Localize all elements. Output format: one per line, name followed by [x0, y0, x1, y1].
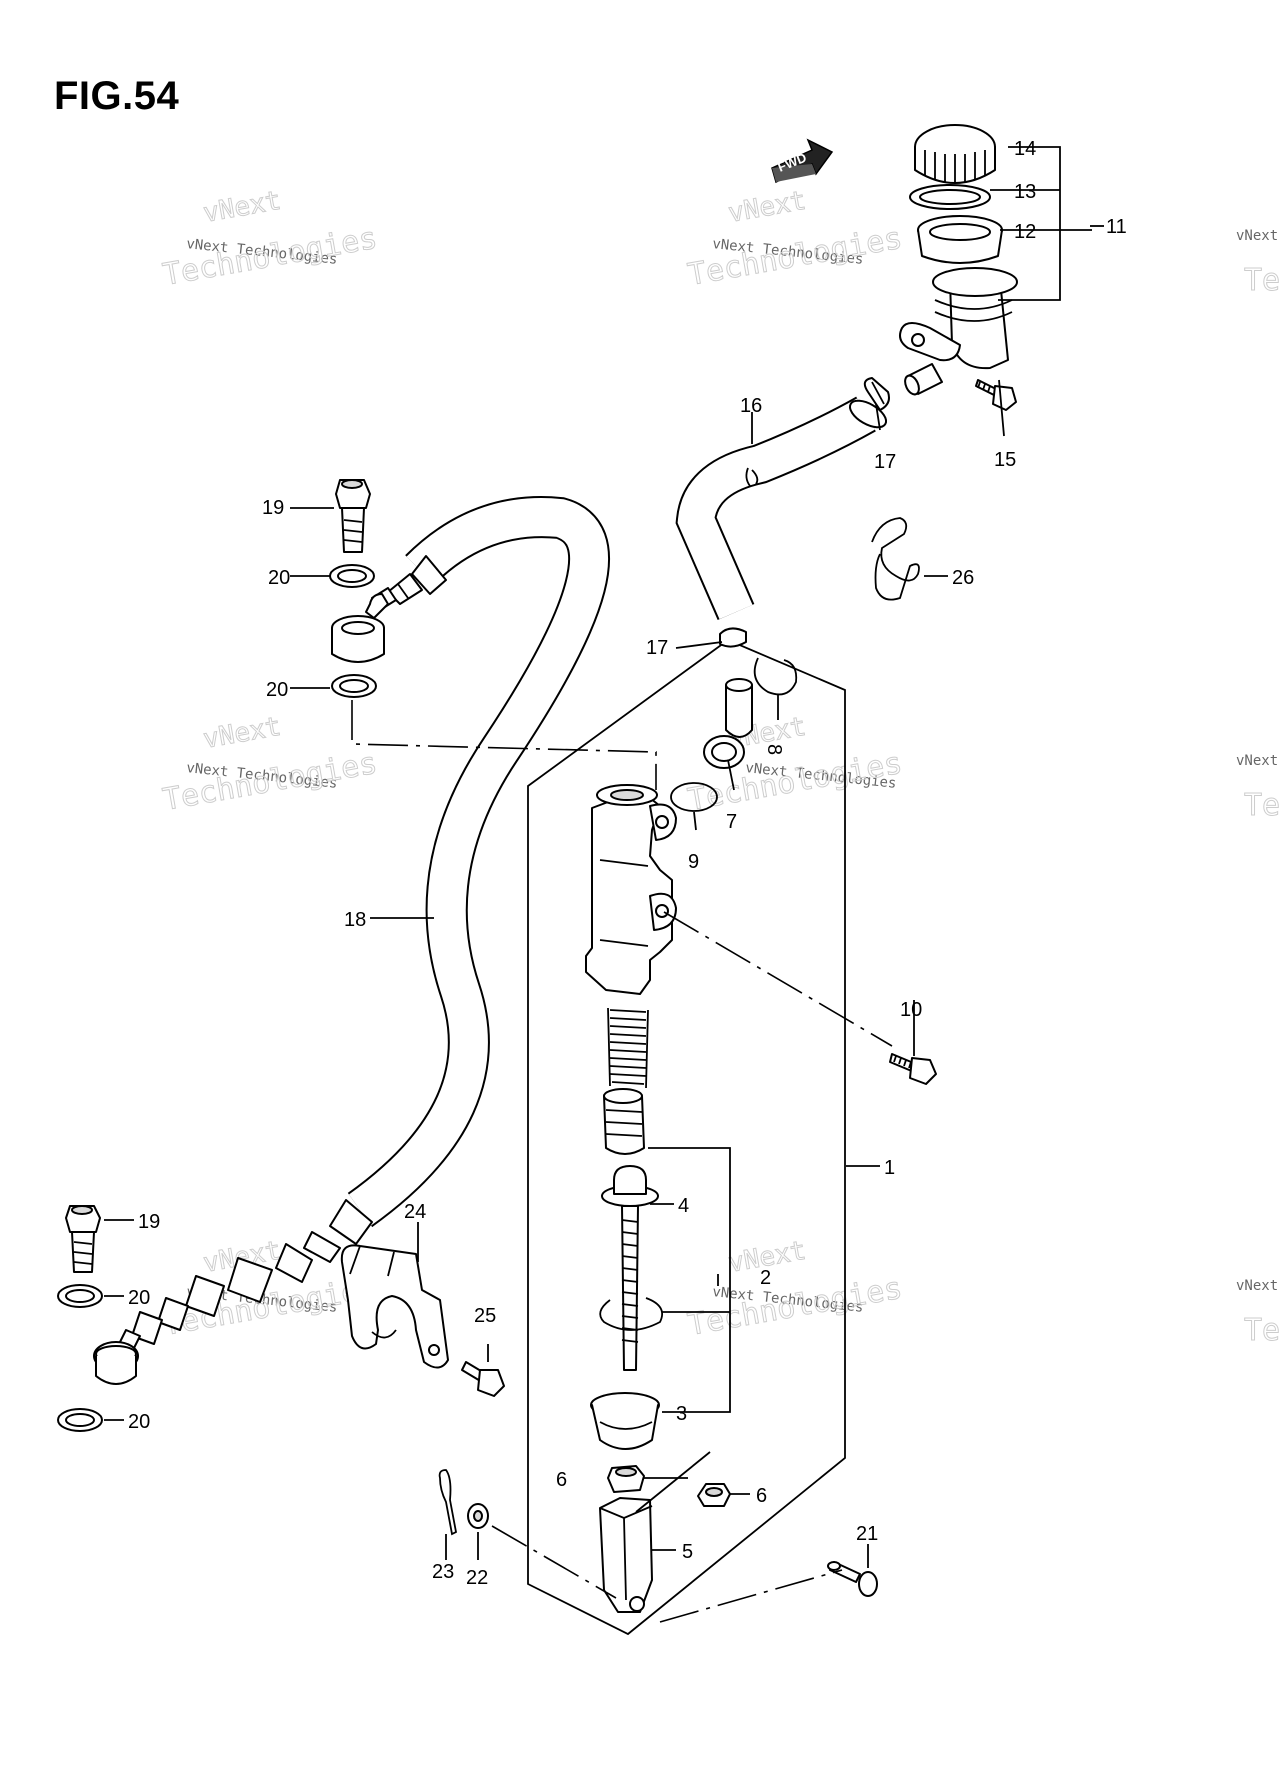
callout-20-lower-a: 20 [128, 1287, 150, 1309]
washer-20-lower-a [57, 1284, 103, 1308]
bolt-10 [889, 1053, 937, 1085]
watermark-big: Technologies [1244, 1313, 1280, 1348]
figure-title: FIG.54 [54, 74, 180, 118]
callout-19-upper: 19 [262, 497, 284, 519]
reservoir-hose-16 [675, 396, 888, 620]
nut-6-left [607, 1465, 645, 1493]
clevis-pin-21 [827, 1561, 878, 1597]
hose-connector-7 [703, 678, 753, 769]
callout-26: 26 [952, 567, 974, 589]
callout-18: 18 [344, 909, 366, 931]
push-rod-4 [599, 1165, 664, 1371]
watermark-line: vNext Technologies [1236, 753, 1280, 769]
banjo-bolt-19-upper [335, 479, 371, 553]
brake-hose-18 [93, 496, 610, 1385]
hose-clip-17-bottom [719, 627, 747, 648]
hose-guide-24 [340, 1244, 449, 1369]
piston-spring [607, 1007, 649, 1089]
watermark-big: Technologies [685, 221, 905, 293]
callout-5: 5 [682, 1541, 693, 1563]
callout-25: 25 [474, 1305, 496, 1327]
clevis-5 [599, 1497, 653, 1613]
callout-13: 13 [1014, 181, 1036, 203]
washer-22 [467, 1503, 489, 1529]
callout-16: 16 [740, 395, 762, 417]
bolt-15 [975, 379, 1017, 411]
master-cylinder-body [585, 784, 677, 995]
callout-12: 12 [1014, 221, 1036, 243]
circlip-8 [753, 657, 798, 696]
callout-8: 8 [763, 744, 785, 755]
cotter-pin-23 [438, 1469, 458, 1536]
callout-22: 22 [466, 1567, 488, 1589]
callout-10: 10 [900, 999, 922, 1021]
reservoir-tank [899, 124, 1018, 396]
leader-lines [104, 146, 1104, 1568]
callout-labels: 14 13 12 11 15 17 16 26 17 8 7 9 10 1 4 … [128, 138, 1127, 1589]
watermark-line: vNext Technologies [1236, 1278, 1280, 1294]
watermark-big: Technologies [160, 221, 380, 293]
fwd-arrow-icon: FWD [771, 138, 834, 184]
bolt-25 [461, 1361, 505, 1397]
callout-4: 4 [678, 1195, 689, 1217]
clip-26 [871, 517, 920, 601]
callout-24: 24 [404, 1201, 426, 1223]
callout-15: 15 [994, 449, 1016, 471]
callout-2: 2 [760, 1267, 771, 1289]
hose-clip-17-top [863, 377, 890, 411]
boot-3 [590, 1392, 660, 1450]
assembly-outline [527, 638, 846, 1636]
callout-11: 11 [1106, 216, 1127, 238]
watermark-big: Technologies [1244, 788, 1280, 823]
callout-23: 23 [432, 1561, 454, 1583]
nut-6-right [697, 1483, 731, 1507]
callout-9: 9 [688, 851, 699, 873]
callout-21: 21 [856, 1523, 878, 1545]
banjo-fitting-upper [331, 615, 385, 663]
watermark-line: vNext Technologies [1236, 228, 1280, 244]
watermark-brand: vNext [726, 186, 808, 229]
callout-3: 3 [676, 1403, 687, 1425]
callout-20-upper-b: 20 [266, 679, 288, 701]
callout-20-upper-a: 20 [268, 567, 290, 589]
callout-6-left: 6 [556, 1469, 567, 1491]
washer-20-lower-b [57, 1408, 103, 1432]
watermark-brand: vNext [201, 712, 283, 755]
callout-1: 1 [884, 1157, 895, 1179]
watermark-big: Technologies [1244, 263, 1280, 298]
washer-20-upper-b [331, 674, 377, 698]
watermark-big: Technologies [160, 746, 380, 818]
callout-19-lower: 19 [138, 1211, 160, 1233]
watermark-brand: vNext [201, 186, 283, 229]
callout-14: 14 [1014, 138, 1036, 160]
piston-assembly [603, 1088, 645, 1155]
banjo-bolt-19-lower [65, 1205, 101, 1273]
alignment-lines [351, 700, 893, 1623]
callout-6-right: 6 [756, 1485, 767, 1507]
o-ring-9 [670, 782, 718, 812]
washer-20-upper-a [329, 564, 375, 588]
callout-17-top: 17 [874, 451, 896, 473]
callout-7: 7 [726, 811, 737, 833]
callout-17-bottom: 17 [646, 637, 668, 659]
callout-20-lower-b: 20 [128, 1411, 150, 1433]
